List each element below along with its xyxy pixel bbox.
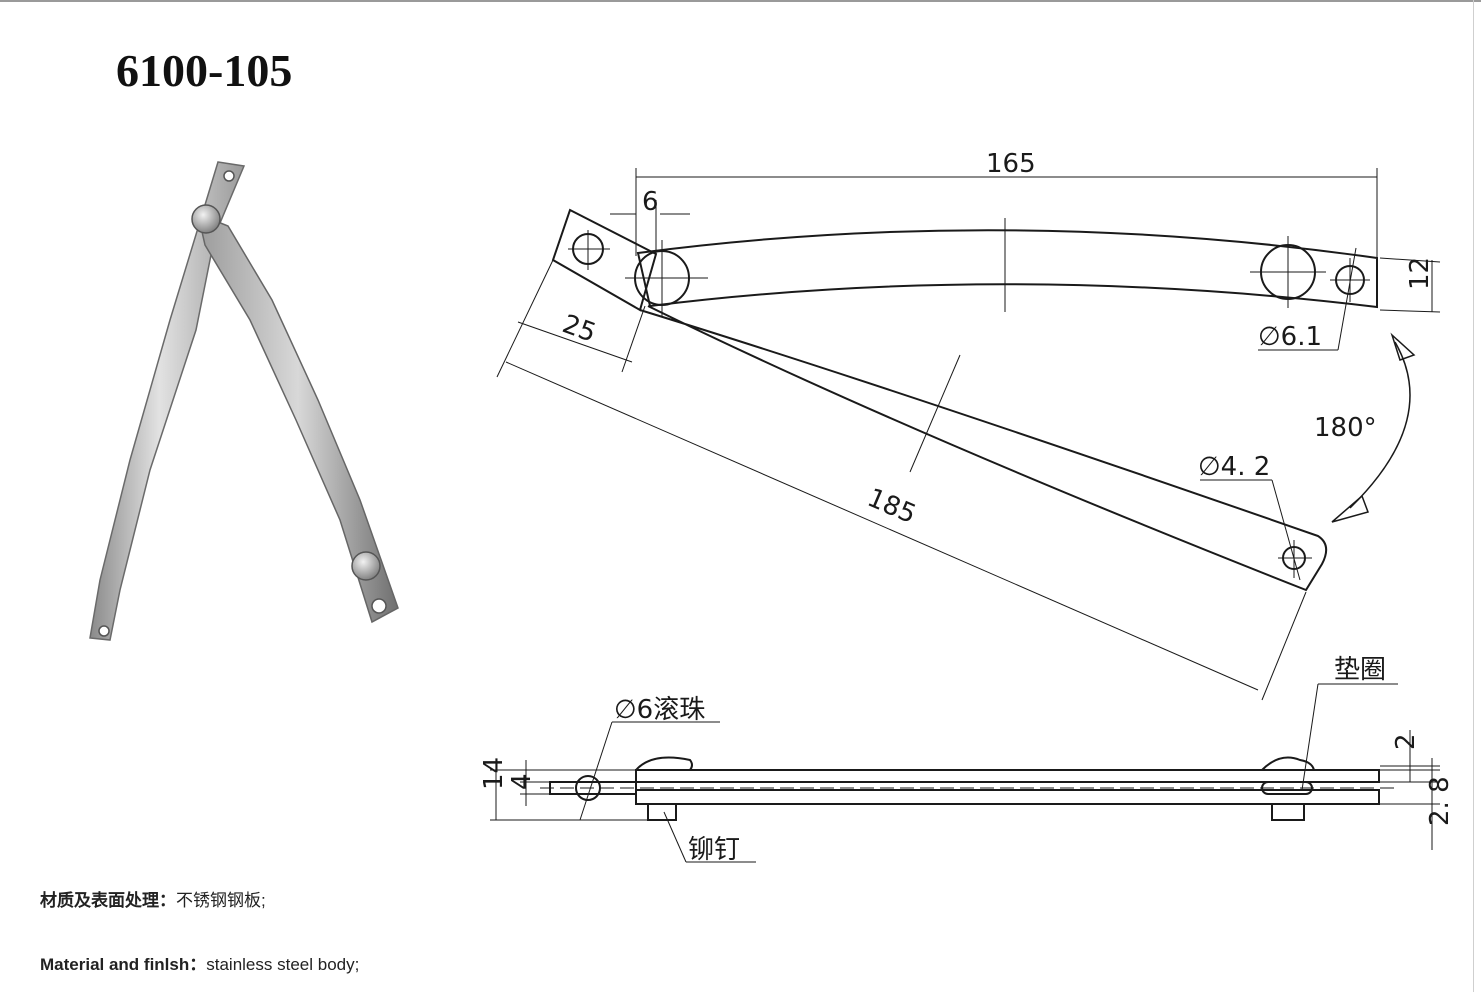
side-view [490, 683, 1440, 863]
dim-end-to-pivot: 25 [558, 309, 599, 349]
photo-end-rivet [351, 551, 381, 581]
side-left-rivet-stem [647, 803, 677, 821]
photo-arm-right [196, 212, 399, 624]
dim-width: 12 [1405, 257, 1435, 290]
model-title: 6100-105 [116, 45, 293, 96]
side-right-rivet-stem [1271, 803, 1305, 821]
rotation-arrow [1349, 341, 1411, 509]
washer-label: 垫圈 [1334, 655, 1386, 685]
dim-center-height: 4 [507, 773, 537, 790]
rotation-angle: 180° [1314, 413, 1377, 443]
product-photo [89, 161, 399, 641]
rotation-arrow-head-top [1390, 332, 1416, 361]
side-left-rivet-head [635, 756, 693, 771]
material-cn-label: 材质及表面处理： [40, 891, 176, 910]
material-cn-value: 不锈钢钢板; [176, 891, 266, 910]
dim-hole-upper: ∅6.1 [1258, 322, 1322, 352]
dim-total-height: 14 [479, 757, 509, 790]
dim-offset: 6 [642, 187, 659, 217]
material-en-label: Material and finlsh： [40, 955, 207, 974]
lower-arm-outline [639, 305, 1328, 592]
material-en-value: stainless steel body; [206, 955, 360, 974]
dim-hole-lower: ∅4. 2 [1198, 452, 1270, 482]
photo-top-hole [223, 170, 235, 182]
ball-label: ∅6滚珠 [614, 695, 705, 725]
dim-thickness: 2. 8 [1425, 776, 1455, 826]
side-right-rivet-head [1261, 756, 1315, 771]
material-english: Material and finlsh：stainless steel body… [40, 950, 359, 975]
side-upper-plate [635, 769, 1380, 783]
side-dimension-lines [490, 683, 1440, 863]
material-chinese: 材质及表面处理：不锈钢钢板; [40, 886, 266, 911]
upper-arm-outline [636, 229, 1378, 309]
dim-top-gap: 2 [1391, 733, 1421, 750]
top-border [0, 0, 1481, 2]
dim-total-length: 165 [986, 149, 1036, 179]
right-border [1473, 0, 1474, 992]
side-lower-plate [635, 789, 1380, 805]
photo-pivot-rivet [191, 204, 221, 234]
dim-lower-arm-length: 185 [863, 483, 920, 530]
photo-end-hole-left [98, 625, 110, 637]
rivet-label: 铆钉 [688, 835, 740, 865]
top-view [496, 168, 1441, 701]
photo-end-hole-right [371, 598, 387, 614]
dimension-lines [496, 168, 1441, 701]
rotation-arrow-head-bottom [1331, 494, 1369, 523]
